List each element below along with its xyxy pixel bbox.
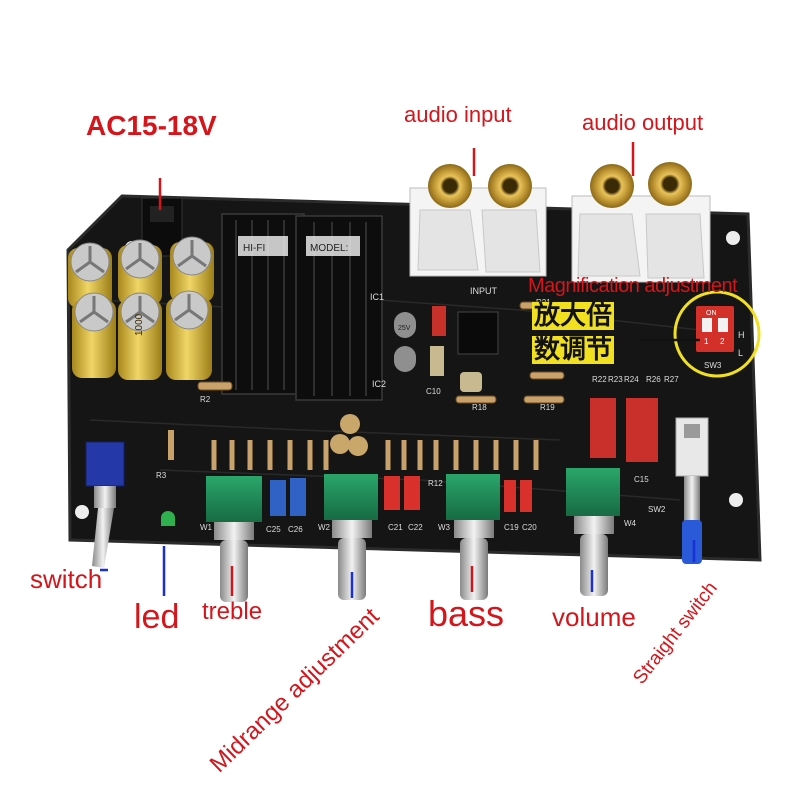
- input-silkscreen: INPUT: [470, 286, 498, 296]
- magnification-label: Magnification adjustment: [528, 275, 738, 297]
- w2-label: W2: [318, 523, 331, 532]
- dip-1: 1: [704, 337, 709, 346]
- pot-volume: W4: [566, 468, 637, 596]
- led: [161, 511, 175, 526]
- led-label: led: [134, 598, 180, 636]
- bass-label: bass: [428, 593, 505, 634]
- audio-output-label: audio output: [582, 110, 704, 135]
- r26-label: R26: [646, 375, 661, 384]
- r22-label: R22: [592, 375, 607, 384]
- r19-label: R19: [540, 403, 555, 412]
- dip-h: H: [738, 330, 745, 340]
- switch-label: switch: [30, 564, 103, 594]
- signal-components: 25V C10 R18 R19 R21 R22 R23 R24 R26 R27 …: [156, 298, 679, 534]
- dip-2: 2: [720, 337, 725, 346]
- r18-label: R18: [472, 403, 487, 412]
- mount-hole: [75, 505, 89, 519]
- small-cap-rating: 25V: [398, 325, 411, 332]
- c26-label: C26: [288, 525, 303, 534]
- audio-output-jacks: [571, 162, 711, 283]
- audio-input-label: audio input: [404, 102, 512, 127]
- magnification-chinese-line1: 放大倍: [532, 301, 615, 331]
- w4-label: W4: [624, 519, 637, 528]
- pot-treble: W1: [200, 476, 262, 602]
- sw3-label: SW3: [704, 361, 722, 370]
- push-switch: SW2: [648, 417, 709, 564]
- c15-label: C15: [634, 475, 649, 484]
- power-toggle-switch: [85, 441, 125, 568]
- heatsinks: HI-FI MODEL: IC1 IC2: [221, 213, 386, 401]
- w1-label: W1: [200, 523, 213, 532]
- r23-label: R23: [608, 375, 623, 384]
- filter-capacitors: 1000: [68, 236, 214, 380]
- w3-label: W3: [438, 523, 451, 532]
- dip-switch: ON 1 2 H L SW3: [673, 290, 761, 378]
- c21-label: C21: [388, 523, 403, 532]
- ic2-label: IC2: [372, 379, 386, 389]
- pot-midrange: W2: [318, 474, 378, 600]
- mount-hole: [729, 493, 743, 507]
- r3-label: R3: [156, 471, 167, 480]
- c10-label: C10: [426, 387, 441, 396]
- r27-label: R27: [664, 375, 679, 384]
- r2-label: R2: [200, 395, 211, 404]
- c22-label: C22: [408, 523, 423, 532]
- board-model: MODEL:: [310, 243, 348, 254]
- dip-on: ON: [706, 310, 717, 317]
- volume-label: volume: [552, 602, 636, 632]
- power-input-label: AC15-18V: [86, 110, 217, 141]
- board-brand: HI-FI: [243, 243, 265, 254]
- capacitor-rating: 1000: [134, 313, 145, 336]
- c19-label: C19: [504, 523, 519, 532]
- highlight-circle: [673, 290, 761, 378]
- dip-l: L: [738, 348, 743, 358]
- r12-label: R12: [428, 479, 443, 488]
- magnification-chinese-line2: 数调节: [532, 335, 615, 365]
- mount-hole: [726, 231, 740, 245]
- treble-label: treble: [202, 598, 263, 625]
- audio-input-jacks: INPUT: [409, 164, 547, 296]
- ic1-label: IC1: [370, 292, 384, 302]
- pot-bass: W3: [438, 474, 500, 600]
- leader-lines: [100, 142, 700, 598]
- c25-label: C25: [266, 525, 281, 534]
- r24-label: R24: [624, 375, 639, 384]
- c20-label: C20: [522, 523, 537, 532]
- sw2-label: SW2: [648, 505, 666, 514]
